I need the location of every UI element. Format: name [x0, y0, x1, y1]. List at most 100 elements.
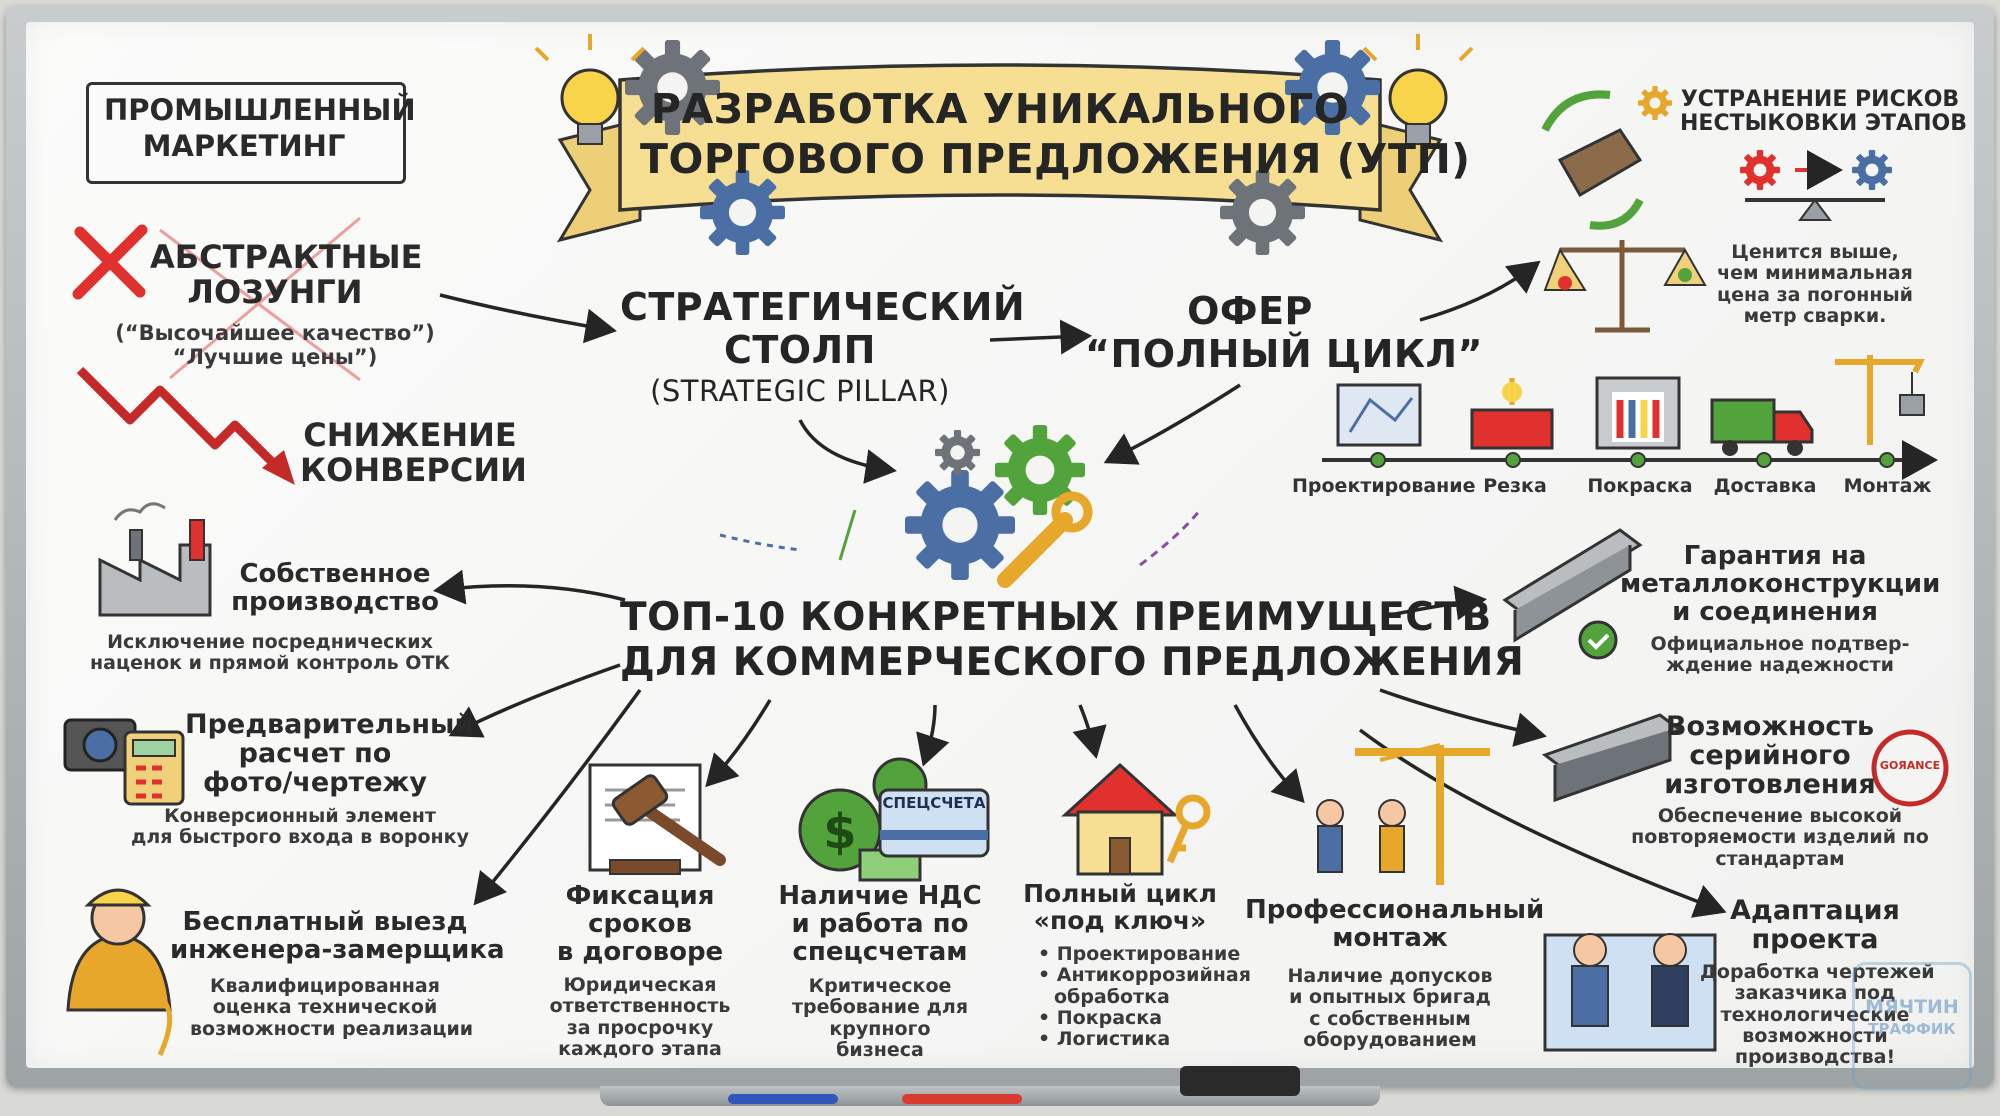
cutting-machine-icon — [1470, 378, 1554, 450]
pillar-line: СТОЛП — [724, 327, 876, 372]
adapt-desc-line: заказчика под — [1734, 982, 1896, 1005]
deadline-desc-line: Юридическая — [563, 974, 717, 996]
deadline-desc: Юридическая ответственность за просрочку… — [540, 974, 740, 1060]
guarantee-desc: Официальное подтвер- ждение надежности — [1635, 633, 1925, 677]
special-account-label: СПЕЦСЧЕТА — [882, 794, 986, 812]
deadline-line: Фиксация — [565, 881, 715, 911]
serial-desc-line: Обеспечение высокой — [1657, 805, 1903, 827]
top10-line: ТОП-10 КОНКРЕТНЫХ ПРЕИМУЩЕСТВ — [620, 595, 1492, 640]
title-ribbon — [556, 63, 1444, 243]
arrow — [705, 699, 772, 788]
markers-icon — [728, 1066, 1300, 1104]
mounting-line: монтаж — [1332, 923, 1448, 954]
engineer-icon — [66, 888, 173, 1057]
calc-desc-line: Конверсионный элемент — [164, 805, 436, 827]
workers-crane-icon — [1316, 743, 1490, 885]
calculator-icon — [123, 730, 185, 806]
offer-line: ОФЕР — [1187, 289, 1313, 333]
turnkey-item: • Проектирование — [1038, 943, 1241, 965]
pillar-line: СТРАТЕГИЧЕСКИЙ — [620, 285, 1026, 329]
calc-desc: Конверсионный элемент для быстрого входа… — [130, 805, 470, 849]
balance-icon — [1745, 198, 1885, 221]
own-production-line: производство — [231, 587, 439, 618]
serial-line: Возможность — [1665, 711, 1875, 742]
industrial-marketing-tag — [86, 82, 406, 184]
own-production-desc-line: наценок и прямой контроль ОТК — [90, 652, 450, 675]
offer-line: “ПОЛНЫЙ ЦИКЛ” — [1085, 331, 1484, 376]
arrow — [473, 688, 642, 906]
arrow — [433, 569, 626, 605]
svg-text:$: $ — [823, 804, 856, 860]
key-icon — [1166, 794, 1211, 864]
serial-desc: Обеспечение высокой повторяемости издели… — [1620, 805, 1940, 870]
mounting-desc-line: с собственным — [1309, 1007, 1471, 1030]
engineer-title: Бесплатный выезд инженера-замерщика — [170, 907, 505, 964]
arrow — [1389, 585, 1487, 621]
vat-desc-line: Критическое — [808, 975, 952, 997]
strategic-pillar: СТРАТЕГИЧЕСКИЙ СТОЛП (STRATEGIC PILLAR) — [620, 285, 1026, 408]
scales-icon — [1543, 240, 1707, 333]
guarantee-desc-line: ждение надежности — [1666, 654, 1894, 677]
own-production-title: Собственное производство — [230, 560, 440, 616]
guarantee-line: и соединения — [1672, 597, 1878, 628]
engineer-line: Бесплатный выезд — [182, 907, 468, 937]
engineer-desc-line: Квалифицированная — [210, 975, 440, 997]
idea-doodle — [1139, 509, 1202, 567]
arrow — [1419, 260, 1541, 322]
process-timeline — [1322, 440, 1938, 480]
watermark-line: ТРАФФИК — [1868, 1019, 1956, 1038]
deadline-title: Фиксация сроков в договоре — [540, 882, 740, 966]
vat-line: спецсчетам — [792, 937, 968, 968]
tag-line: МАРКЕТИНГ — [142, 129, 346, 164]
process-step: Резка — [1483, 475, 1547, 497]
conversion-line: КОНВЕРСИИ — [300, 451, 527, 490]
arrow — [1233, 704, 1305, 804]
lightbulb-icon — [534, 34, 646, 145]
guarantee-line: металлоконструкции — [1620, 569, 1941, 600]
slogan-examples: (“Высочайшее качество”) “Лучшие цены”) — [100, 321, 450, 369]
adapt-desc-line: Доработка чертежей — [1700, 961, 1935, 983]
adapt-line: Адаптация — [1730, 895, 1900, 926]
guarantee-desc-line: Официальное подтвер- — [1650, 633, 1910, 655]
mounting-title: Профессиональный монтаж — [1245, 896, 1544, 954]
arrow — [1103, 383, 1241, 465]
slogans-line: ЛОЗУНГИ — [187, 273, 363, 312]
blueprint-icon — [1336, 383, 1422, 447]
calc-title: Предварительный расчет по фото/чертежу — [185, 710, 473, 798]
vat-line: и работа по — [791, 909, 969, 940]
gear-icon — [995, 425, 1085, 515]
title-line: ТОРГОВОГО ПРЕДЛОЖЕНИЯ (УТП) — [640, 135, 1471, 184]
arrow — [439, 293, 617, 344]
mounting-desc-line: оборудованием — [1303, 1028, 1477, 1051]
value-line: Ценится выше, — [1731, 241, 1899, 263]
house-icon — [1061, 762, 1179, 876]
stamp-label: GOЯANCE — [1879, 759, 1941, 772]
mounting-desc: Наличие допусков и опытных бригад с собс… — [1280, 965, 1500, 1051]
arrow — [448, 663, 621, 738]
conversion-line: СНИЖЕНИЕ — [303, 416, 517, 454]
calc-line: расчет по — [238, 738, 392, 770]
deadline-desc-line: за просрочку — [566, 1016, 714, 1039]
cross-icon — [72, 216, 361, 382]
gear-icon — [1740, 150, 1780, 190]
gear-icon — [935, 430, 980, 475]
gear-icon — [905, 470, 1015, 580]
serial-line: серийного — [1689, 740, 1851, 772]
deadline-line: сроков — [588, 909, 692, 940]
arrow — [916, 704, 950, 767]
turnkey-item: обработка — [1054, 985, 1170, 1008]
vat-desc-line: бизнеса — [836, 1038, 924, 1061]
arrow — [1379, 688, 1547, 747]
serial-title: Возможность серийного изготовления — [1660, 711, 1880, 800]
arrow — [798, 419, 897, 484]
serial-desc-line: повторяемости изделий по — [1631, 826, 1929, 849]
adapt-desc-line: производства! — [1734, 1046, 1896, 1069]
steel-beam-icon — [1541, 713, 1684, 803]
vat-desc-line: требование для — [791, 996, 969, 1019]
slogan-example: “Лучшие цены”) — [172, 344, 378, 369]
turnkey-item: • Антикоррозийная — [1038, 964, 1251, 987]
adapt-line: проекта — [1751, 924, 1879, 956]
mounting-desc-line: и опытных бригад — [1289, 986, 1491, 1009]
turnkey-item: • Логистика — [1038, 1028, 1171, 1051]
